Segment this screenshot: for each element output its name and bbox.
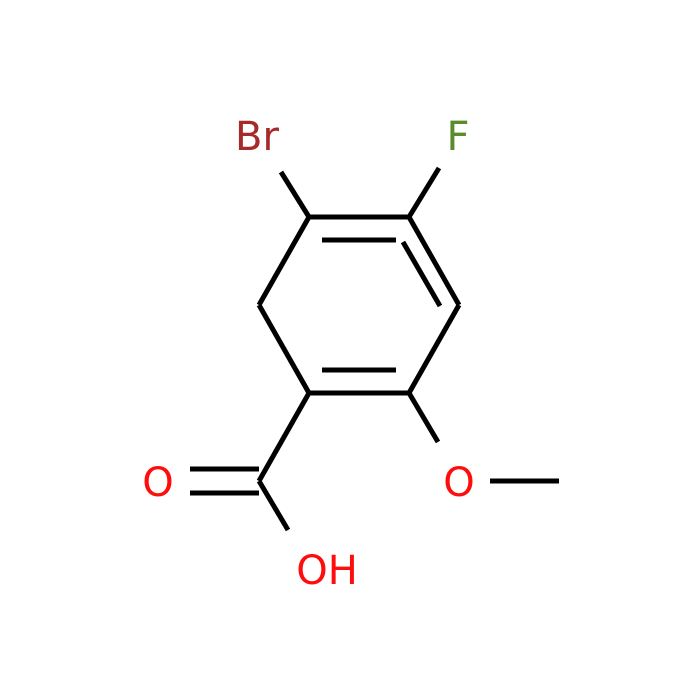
bond-c-oh: [256, 479, 291, 532]
ring-bond-c2-c3: [406, 215, 462, 307]
bond-c-br: [278, 170, 312, 219]
bond-c-o-methoxy: [406, 391, 441, 444]
ring-bond-c5-c6: [256, 303, 312, 395]
bond-c-f: [406, 166, 442, 219]
ring-bond-c3-c4: [406, 303, 462, 395]
ring-double-bond-c2-c3-inner: [400, 240, 443, 308]
atom-label-oh: OH: [296, 548, 358, 594]
atom-label-o-carbonyl: O: [142, 460, 173, 506]
atom-label-f: F: [446, 114, 469, 160]
ring-bond-c6-c1: [256, 215, 312, 307]
bond-c-carboxyl: [256, 391, 312, 483]
atom-label-br: Br: [235, 114, 279, 160]
atom-label-o-methoxy: O: [443, 460, 474, 506]
